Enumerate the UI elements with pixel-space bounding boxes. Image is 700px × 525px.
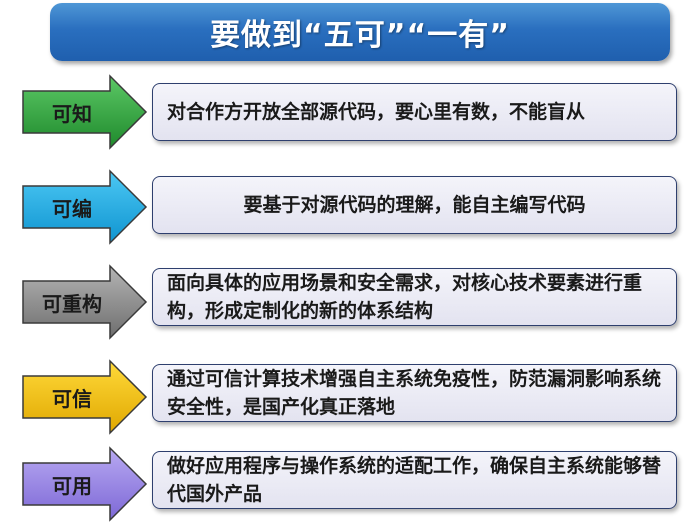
arrow-label: 可编 [52,196,92,221]
description-text: 通过可信计算技术增强自主系统免疫性，防范漏洞影响系统安全性，是国产化真正落地 [167,368,662,418]
description-text: 做好应用程序与操作系统的适配工作，确保自主系统能够替代国外产品 [167,455,662,505]
arrow-shape: 可信 [22,359,148,435]
arrow-label: 可信 [52,386,92,411]
description-text: 面向具体的应用场景和安全需求，对核心技术要素进行重构，形成定制化的新的体系结构 [167,272,643,322]
title-banner: 要做到“五可”“一有” [50,3,670,61]
arrow-shape: 可用 [22,446,148,522]
arrow-shape: 可编 [22,169,148,245]
page-title: 要做到“五可”“一有” [210,18,510,53]
arrow-icon [22,359,148,435]
description-box: 对合作方开放全部源代码，要心里有数，不能盲从 [152,83,677,141]
arrow-icon [22,264,148,340]
description-box: 要基于对源代码的理解，能自主编写代码 [152,176,677,234]
arrow-icon [22,446,148,522]
arrow-label: 可重构 [42,291,102,316]
description-box: 面向具体的应用场景和安全需求，对核心技术要素进行重构，形成定制化的新的体系结构 [152,268,677,326]
description-text: 要基于对源代码的理解，能自主编写代码 [243,194,586,216]
arrow-icon [22,169,148,245]
arrow-shape: 可知 [22,74,148,150]
arrow-label: 可知 [52,101,92,126]
description-box: 做好应用程序与操作系统的适配工作，确保自主系统能够替代国外产品 [152,451,677,509]
description-text: 对合作方开放全部源代码，要心里有数，不能盲从 [167,101,586,123]
arrow-shape: 可重构 [22,264,148,340]
arrow-label: 可用 [52,473,92,498]
arrow-icon [22,74,148,150]
description-box: 通过可信计算技术增强自主系统免疫性，防范漏洞影响系统安全性，是国产化真正落地 [152,364,677,422]
